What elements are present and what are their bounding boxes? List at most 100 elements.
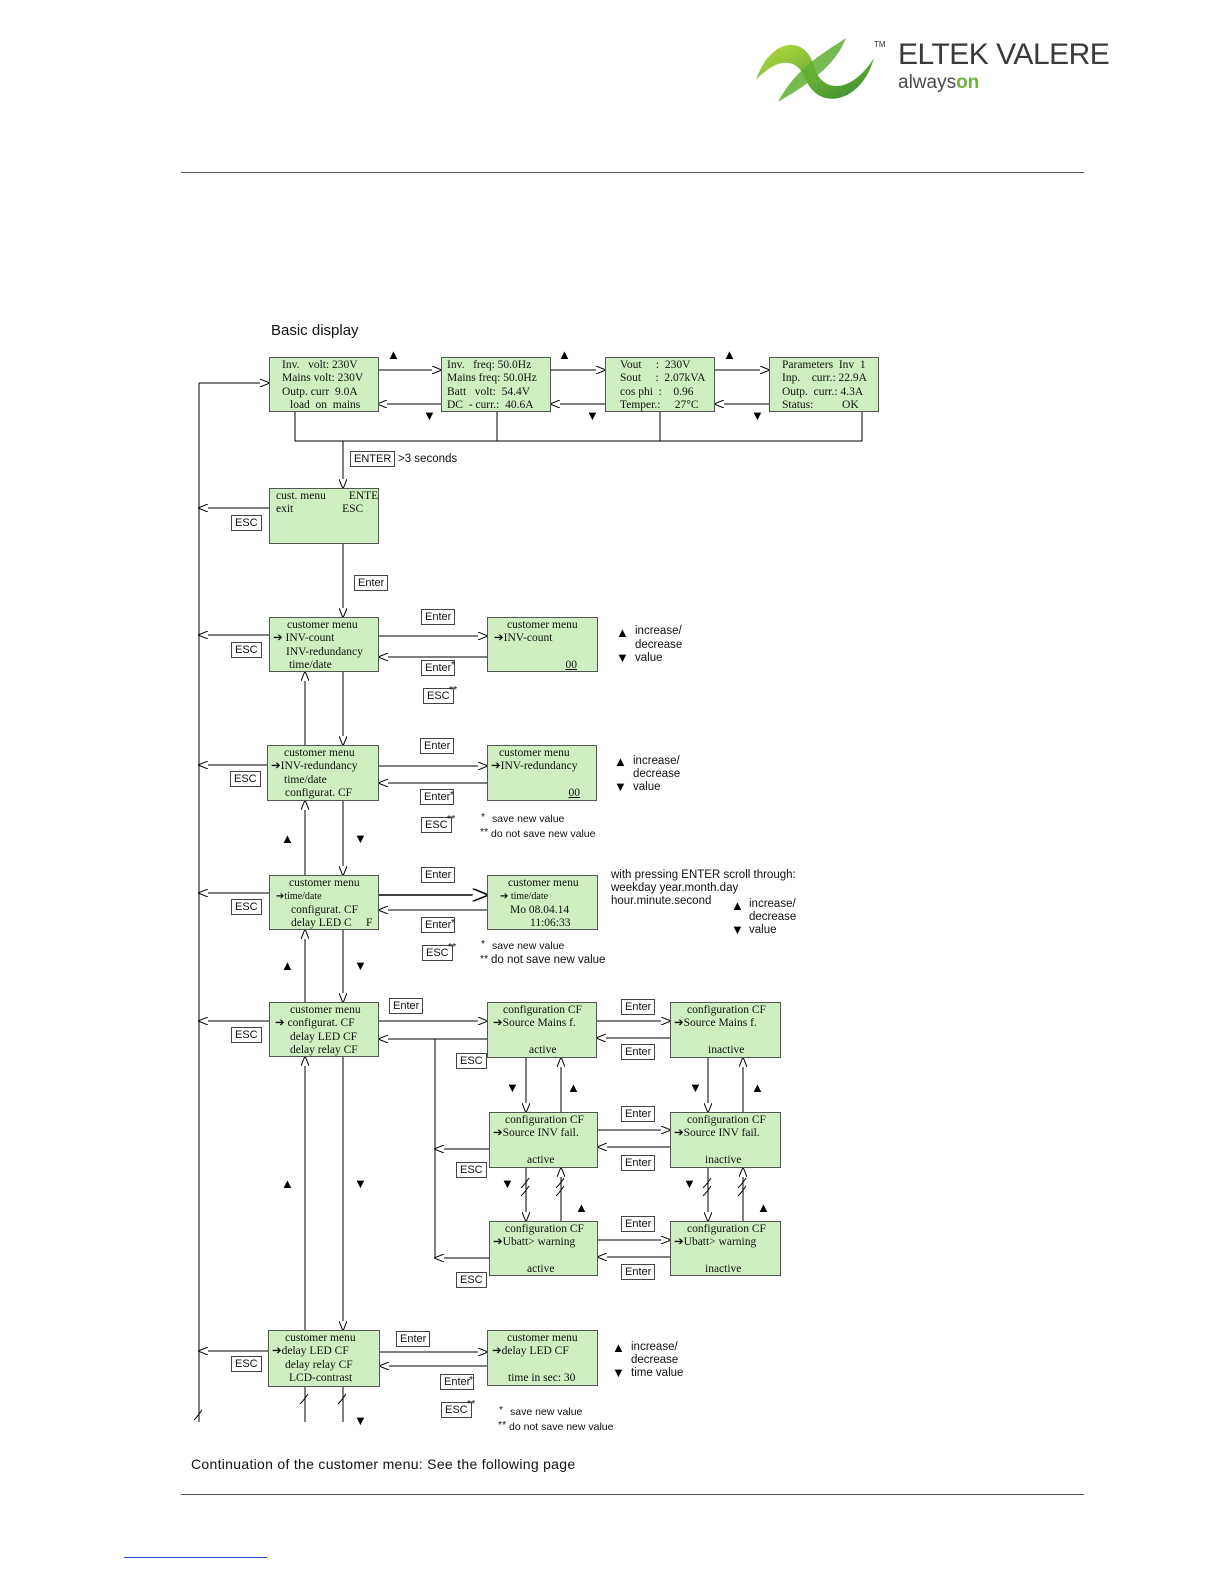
esc-nosave-key[interactable]: ESC xyxy=(422,945,453,961)
enter-key[interactable]: ENTER xyxy=(350,451,396,467)
double-star-mark: ** xyxy=(449,684,458,696)
hint-decrease: decrease xyxy=(633,768,681,780)
enter-key[interactable]: Enter xyxy=(420,738,455,754)
enter-save-key[interactable]: Enter xyxy=(421,660,456,676)
hint-increase: increase/ xyxy=(633,755,680,767)
enter-key[interactable]: Enter xyxy=(354,575,389,591)
enter-key[interactable]: Enter xyxy=(621,1106,656,1122)
triangle-down-icon: ▼ xyxy=(731,922,744,937)
lcd-line: 11:06:33 xyxy=(530,917,571,930)
hint-increase: increase/ xyxy=(635,625,682,637)
hint-decrease: decrease xyxy=(749,911,797,923)
enter-key[interactable]: Enter xyxy=(621,999,656,1015)
footer-continuation-note: Continuation of the customer menu: See t… xyxy=(191,1456,576,1472)
hint-value: value xyxy=(633,781,661,793)
esc-key[interactable]: ESC xyxy=(231,642,262,658)
triangle-down-icon: ▼ xyxy=(354,1176,367,1191)
lcd-line: customer menu xyxy=(507,619,578,631)
esc-key[interactable]: ESC xyxy=(230,771,261,787)
lcd-line: ➔time/date xyxy=(276,891,322,903)
lcd-line: delay relay CF xyxy=(285,1358,353,1371)
note-save: save new value xyxy=(510,1406,583,1418)
lcd-line xyxy=(493,1250,591,1263)
lcd-line: time in sec: 30 xyxy=(508,1372,576,1385)
header-rule xyxy=(181,172,1084,173)
esc-key[interactable]: ESC xyxy=(456,1053,487,1069)
triangle-down-icon: ▼ xyxy=(616,650,629,665)
lcd-line: customer menu xyxy=(285,1332,356,1344)
lcd-line: ➔Source INV fail. xyxy=(674,1127,760,1140)
esc-key[interactable]: ESC xyxy=(231,1027,262,1043)
lcd-line: inactive xyxy=(708,1044,745,1057)
triangle-down-icon: ▼ xyxy=(612,1365,625,1380)
esc-key[interactable]: ESC xyxy=(231,1356,262,1372)
lcd-line: ➔INV-count xyxy=(494,632,553,645)
esc-nosave-key[interactable]: ESC xyxy=(421,817,452,833)
brand-tagline: alwayson xyxy=(898,72,979,94)
lcd-line: delay relay CF xyxy=(290,1044,358,1057)
enter-key[interactable]: Enter xyxy=(421,609,456,625)
lcd-line xyxy=(674,1141,774,1154)
lcd-line: ➔Ubatt> warning xyxy=(493,1236,576,1249)
enter-key[interactable]: Enter xyxy=(621,1155,656,1171)
double-star-mark: ** xyxy=(467,1398,476,1410)
triangle-up-icon: ▲ xyxy=(616,625,629,640)
lcd-line: INV-redundancy xyxy=(286,645,363,658)
lcd-line: Parameters Inv 1 xyxy=(782,359,866,371)
enter-key[interactable]: Enter xyxy=(421,867,456,883)
enter-key[interactable]: Enter xyxy=(621,1044,656,1060)
lcd-line: ➔ configurat. CF xyxy=(275,1017,355,1030)
lcd-config-source-inv-fail-active: configuration CF➔Source INV fail.active xyxy=(489,1112,598,1168)
enter-save-key[interactable]: Enter xyxy=(421,917,456,933)
lcd-line: Inp. curr.: 22.9A xyxy=(782,372,867,385)
enter-key[interactable]: Enter xyxy=(621,1264,656,1280)
triangle-up-icon: ▲ xyxy=(281,1176,294,1191)
lcd-line: ➔Ubatt> warning xyxy=(674,1236,757,1249)
lcd-line: Mains volt: 230V xyxy=(282,372,364,385)
enter-key[interactable]: Enter xyxy=(389,998,424,1014)
esc-key[interactable]: ESC xyxy=(231,515,262,531)
note-star: * xyxy=(481,811,486,823)
esc-nosave-key[interactable]: ESC xyxy=(423,688,454,704)
lcd-line: Outp. curr.: 4.3A xyxy=(782,385,864,398)
esc-nosave-key[interactable]: ESC xyxy=(441,1402,472,1418)
lcd-line: Inv. volt: 230V xyxy=(282,359,358,371)
lcd-line: Status: OK xyxy=(782,399,859,412)
lcd-line xyxy=(492,1359,591,1372)
lcd-line: Sout : 2.07kVA xyxy=(620,372,706,385)
triangle-down-icon: ▼ xyxy=(354,831,367,846)
lcd-line: ➔Source INV fail. xyxy=(493,1127,579,1140)
triangle-down-icon: ▼ xyxy=(354,958,367,973)
note-star: * xyxy=(481,938,486,950)
enter-key[interactable]: Enter xyxy=(396,1331,431,1347)
hint-decrease: decrease xyxy=(631,1354,679,1366)
enter-save-key[interactable]: Enter xyxy=(440,1374,475,1390)
footer-rule xyxy=(181,1494,1084,1495)
hint-value: value xyxy=(635,652,663,664)
enter-save-key[interactable]: Enter xyxy=(420,789,455,805)
lcd-line: delay LED CF xyxy=(290,1030,358,1043)
triangle-down-icon: ▼ xyxy=(751,408,764,423)
triangle-up-icon: ▲ xyxy=(567,1080,580,1095)
lcd-config-source-inv-fail-inactive: configuration CF➔Source INV fail.inactiv… xyxy=(670,1112,781,1168)
hint-increase: increase/ xyxy=(749,898,796,910)
triangle-up-icon: ▲ xyxy=(751,1080,764,1095)
logo-swirl-icon xyxy=(756,38,874,102)
lcd-config-source-mains-inactive: configuration CF➔Source Mains f.inactive xyxy=(670,1002,781,1058)
triangle-up-icon: ▲ xyxy=(281,831,294,846)
tagline-always: always xyxy=(898,72,957,93)
lcd-line: configuration CF xyxy=(687,1114,766,1126)
esc-key[interactable]: ESC xyxy=(231,899,262,915)
esc-key[interactable]: ESC xyxy=(456,1162,487,1178)
enter-key[interactable]: Enter xyxy=(621,1216,656,1232)
esc-key[interactable]: ESC xyxy=(456,1272,487,1288)
